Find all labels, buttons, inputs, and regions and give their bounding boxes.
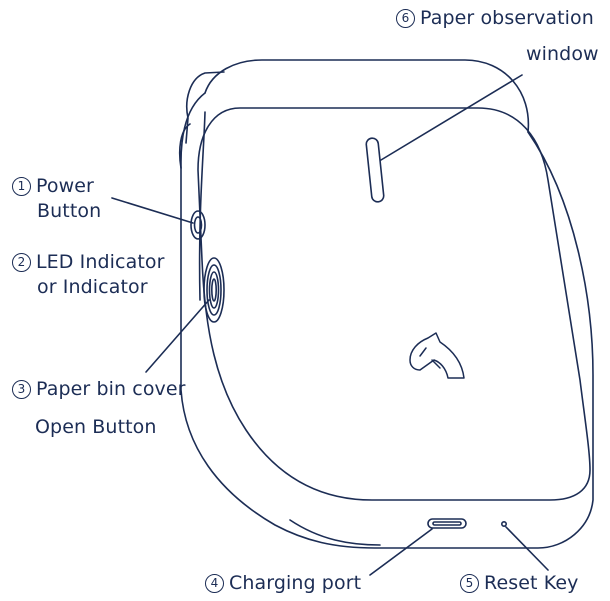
callout-number-2: 2 xyxy=(12,253,31,272)
label-paper-observation-line1: Paper observation xyxy=(420,7,594,29)
leader-line-reset xyxy=(505,526,549,571)
power-button[interactable] xyxy=(190,210,206,240)
label-led-indicator-text: or Indicator xyxy=(37,276,148,298)
reset-key[interactable] xyxy=(500,520,507,527)
power-button-inner xyxy=(193,216,203,234)
leader-line-power xyxy=(111,197,194,224)
label-power-line2: Button xyxy=(37,199,101,223)
label-paper-observation-window-text: window xyxy=(526,43,599,65)
label-led: 2 LED Indicator xyxy=(12,250,165,274)
label-reset-line1: Reset Key xyxy=(484,572,579,594)
label-power: 1 Power xyxy=(12,174,94,198)
label-reset: 5 Reset Key xyxy=(460,571,578,595)
charging-port[interactable] xyxy=(427,518,467,529)
device-shoulder xyxy=(198,111,206,301)
label-paper-bin-line2: Open Button xyxy=(35,415,157,439)
leader-line-paper-bin xyxy=(145,299,210,373)
label-charging-line1: Charging port xyxy=(229,572,362,594)
label-paper-observation: 6 Paper observation xyxy=(396,6,594,30)
device-body-outline xyxy=(180,92,594,549)
paper-bin-cover-button[interactable] xyxy=(203,257,225,323)
horse-head-logo-icon xyxy=(409,332,465,379)
callout-number-3: 3 xyxy=(12,380,31,399)
device-top-rim xyxy=(204,59,530,133)
callout-number-6: 6 xyxy=(396,9,415,28)
callout-number-5: 5 xyxy=(460,574,479,593)
leader-line-paper-window xyxy=(380,74,523,161)
charging-port-inner xyxy=(432,521,462,526)
label-charging: 4 Charging port xyxy=(205,571,361,595)
label-paper-bin-line1: Paper bin cover xyxy=(36,378,186,400)
label-paper-bin: 3 Paper bin cover xyxy=(12,377,186,401)
leader-line-charging xyxy=(369,528,433,576)
label-led-line2: or Indicator xyxy=(37,275,148,299)
device-bottom-edge xyxy=(289,519,381,546)
label-power-button-text: Button xyxy=(37,200,102,222)
label-power-line1: Power xyxy=(36,175,94,197)
paper-observation-window xyxy=(365,137,385,203)
label-paper-observation-line2: window xyxy=(526,42,599,66)
callout-number-4: 4 xyxy=(205,574,224,593)
label-led-line1: LED Indicator xyxy=(36,251,165,273)
label-open-button-text: Open Button xyxy=(35,416,157,438)
callout-number-1: 1 xyxy=(12,177,31,196)
device-front-face xyxy=(197,107,591,501)
